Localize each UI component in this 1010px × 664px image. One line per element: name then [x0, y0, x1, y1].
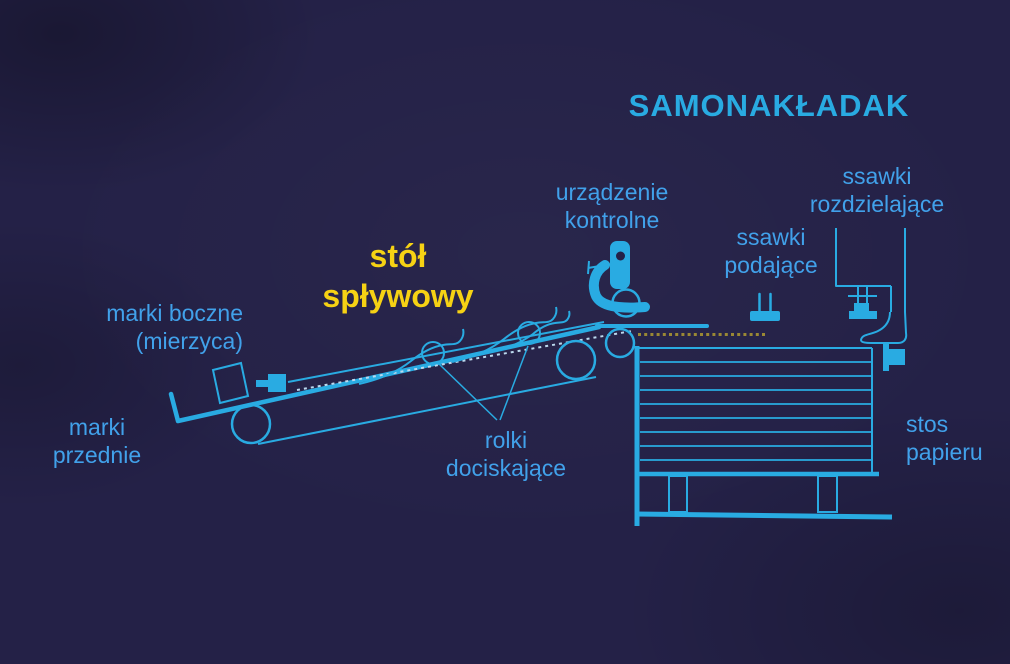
label-pressure-rollers: rolki dociskające — [446, 426, 566, 482]
diagram-title: SAMONAKŁADAK — [628, 88, 910, 123]
feed-line-group — [595, 324, 766, 336]
pressure-roller-2 — [517, 321, 541, 345]
label-feeding-suckers-line2: podające — [724, 252, 818, 278]
label-front-marks-line1: marki — [68, 414, 126, 440]
label-pressure-rollers-line2: dociskające — [445, 455, 567, 481]
label-paper-stack-line1: stos — [906, 411, 949, 437]
table-front-edge — [168, 324, 602, 424]
front-gauge-flag — [883, 344, 905, 371]
control-device-pin — [587, 263, 613, 269]
label-feeding-suckers-line1: ssawki — [736, 224, 806, 250]
label-flow-table-line2: spływowy — [322, 278, 474, 314]
platform-leg-right — [817, 475, 838, 513]
paper-guide-curve-3 — [494, 310, 571, 352]
inner-sucker-foot — [849, 303, 877, 319]
stack-sheets — [640, 361, 871, 461]
label-flow-table-line1: stół — [369, 238, 427, 274]
label-control-device: urządzenie kontrolne — [556, 178, 669, 234]
label-paper-stack: stos papieru — [906, 410, 983, 466]
label-front-marks: marki przednie — [53, 413, 141, 469]
label-side-marks-line2: (mierzyca) — [135, 328, 243, 354]
control-device-arm — [588, 260, 650, 313]
sheet-on-table — [211, 361, 250, 405]
drive-roller — [230, 403, 272, 445]
label-separating-suckers-line1: ssawki — [842, 163, 912, 189]
sheet-path-dashed — [296, 330, 633, 391]
table-upper-guide — [287, 321, 605, 383]
feeding-sucker-group — [750, 292, 780, 321]
flow-table-group — [168, 306, 636, 445]
label-side-marks: marki boczne (mierzyca) — [106, 299, 243, 355]
label-control-device-line2: kontrolne — [564, 207, 660, 233]
label-pressure-rollers-line1: rolki — [484, 427, 528, 453]
label-feeding-suckers: ssawki podające — [724, 223, 817, 279]
control-device-pin-tick — [587, 260, 590, 275]
head-roller-small — [604, 327, 636, 359]
platform-leg-left — [668, 475, 688, 513]
floor-line — [635, 511, 893, 520]
separating-suckers-group — [835, 228, 908, 344]
label-separating-suckers: ssawki rozdzielające — [810, 162, 944, 218]
paper-guide-curve-2 — [451, 306, 558, 363]
pointer-line-roller-2 — [499, 345, 529, 421]
side-mark — [256, 374, 286, 392]
feeding-sucker-foot — [750, 311, 780, 321]
label-side-marks-line1: marki boczne — [106, 300, 243, 326]
label-flow-table: stół spływowy — [322, 236, 473, 316]
control-device-body — [610, 241, 630, 289]
sucker-boot-nozzle — [860, 311, 908, 344]
pointer-line-roller-1 — [436, 361, 498, 421]
paper-guide-curve-1 — [358, 328, 465, 385]
label-separating-suckers-line2: rozdzielające — [809, 191, 945, 217]
control-device-group — [587, 241, 650, 318]
paper-stack-group — [634, 344, 905, 526]
control-device-hole — [616, 251, 625, 261]
belt-lower-line — [257, 376, 597, 445]
head-roller-large — [555, 339, 597, 381]
label-control-device-line1: urządzenie — [555, 179, 669, 205]
sucker-housing — [835, 228, 906, 312]
label-paper-stack-line2: papieru — [906, 439, 983, 465]
label-front-marks-line2: przednie — [52, 442, 142, 468]
